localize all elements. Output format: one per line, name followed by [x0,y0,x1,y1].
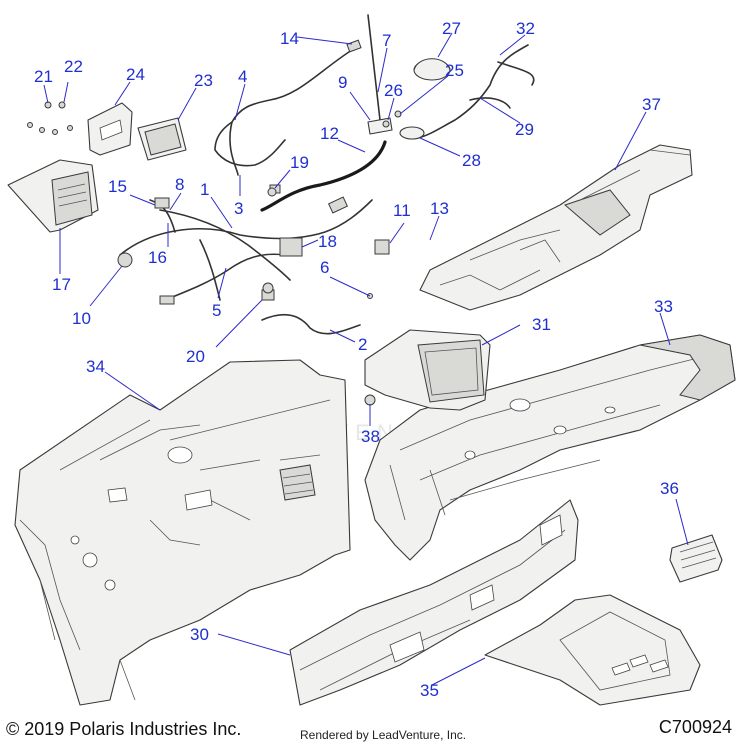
callout-27: 27 [442,19,461,38]
callout-33: 33 [654,297,673,316]
callout-13: 13 [430,199,449,218]
callout-26: 26 [384,81,403,100]
callout-numbers: 1 2 3 4 5 6 7 8 9 10 11 12 13 14 15 16 1… [34,19,679,700]
callout-14: 14 [280,29,299,48]
copyright-text: © 2019 Polaris Industries Inc. [6,719,242,739]
callout-38: 38 [361,427,380,446]
callout-28: 28 [462,151,481,170]
part-31-storage-bin [364,329,491,411]
callout-35: 35 [420,681,439,700]
callout-12: 12 [320,124,339,143]
rendered-by-text: Rendered by LeadVenture, Inc. [300,728,467,742]
callout-22: 22 [64,57,83,76]
callout-19: 19 [290,153,309,172]
callout-8: 8 [175,175,184,194]
callout-3: 3 [234,199,243,218]
callout-23: 23 [194,71,213,90]
callout-2: 2 [358,335,367,354]
callout-15: 15 [108,177,127,196]
callout-11: 11 [393,201,411,220]
callout-9: 9 [338,73,347,92]
part-24-mounting-bracket [87,102,133,156]
callout-34: 34 [86,357,105,376]
callout-7: 7 [382,31,391,50]
callout-20: 20 [186,347,205,366]
part-34-firewall-panel [14,359,351,706]
callout-4: 4 [238,67,247,86]
callout-1: 1 [200,180,209,199]
callout-37: 37 [642,95,661,114]
callout-5: 5 [212,301,221,320]
diagram-code: C700924 [658,717,732,737]
callout-18: 18 [318,232,337,251]
callout-10: 10 [72,309,91,328]
part-35-tray-panel [484,594,701,706]
small-fasteners [262,110,402,406]
part-17-display-housing [7,159,99,233]
part-33-floor-frame [364,334,736,561]
callout-24: 24 [126,65,145,84]
callout-29: 29 [515,120,534,139]
part-27-28-antennas [367,58,451,140]
part-23-display-screen [137,117,187,161]
callout-6: 6 [320,258,329,277]
callout-16: 16 [148,248,167,267]
part-36-switch-bezel [669,534,723,583]
callout-36: 36 [660,479,679,498]
callout-32: 32 [516,19,535,38]
callout-31: 31 [532,315,551,334]
callout-17: 17 [52,275,71,294]
callout-25: 25 [445,61,464,80]
wiring-harnesses [119,14,535,335]
callout-21: 21 [34,67,53,86]
leader-lines [43,32,689,686]
callout-30: 30 [190,625,209,644]
part-30-lower-frame [289,499,579,706]
part-21-22-hardware [27,101,73,135]
part-37-dash-shell [419,144,693,311]
